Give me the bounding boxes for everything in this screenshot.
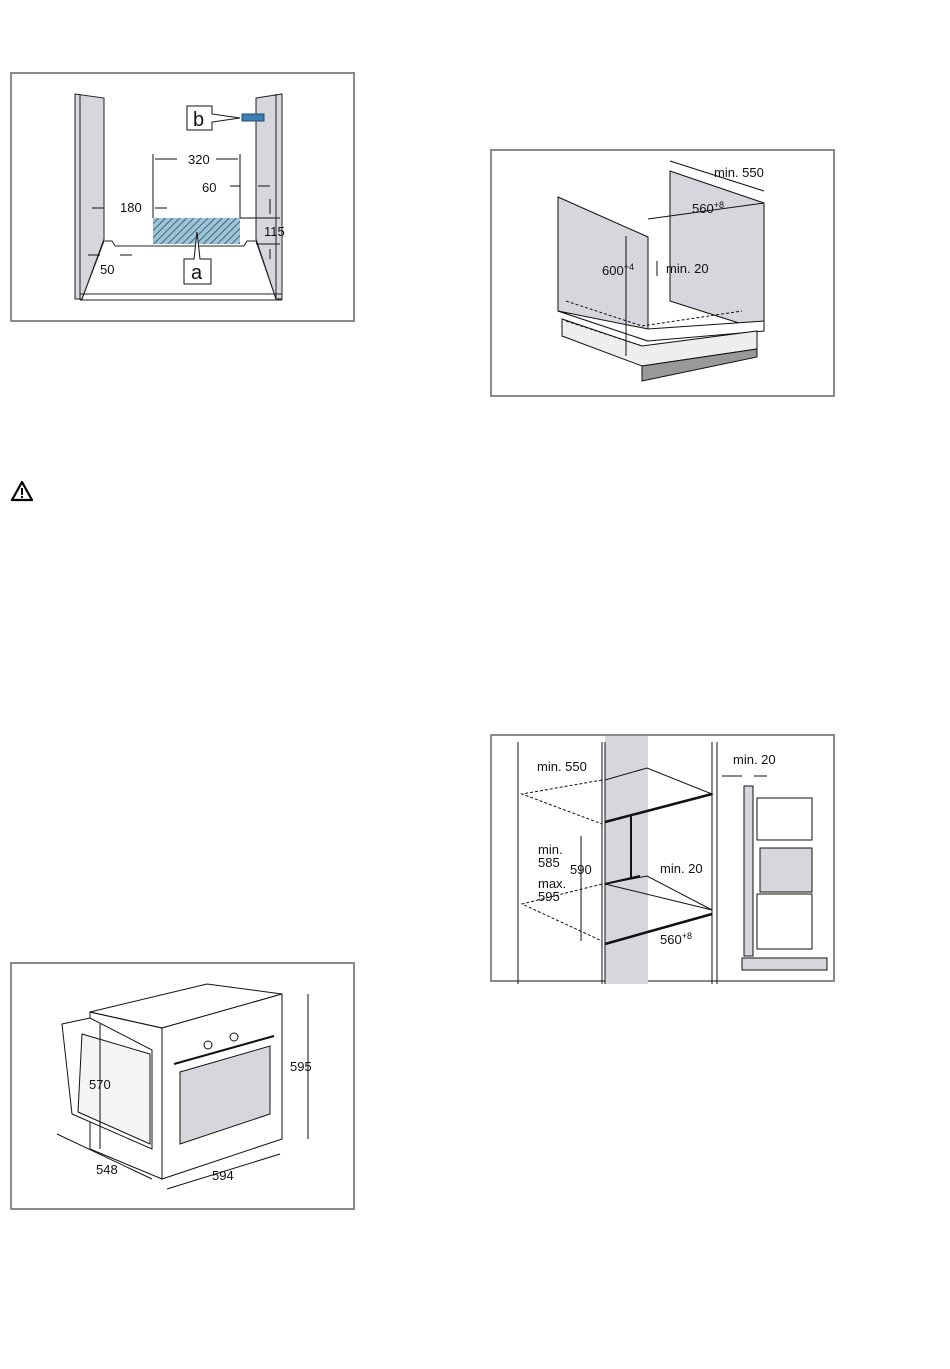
dim-320: 320 bbox=[188, 152, 210, 167]
cabinet-right-panel bbox=[255, 93, 283, 300]
side-view bbox=[722, 775, 828, 971]
svg-text:b: b bbox=[193, 109, 204, 131]
dim-180: 180 bbox=[120, 200, 142, 215]
figure-under-counter-installation: min. 550 560+8 600+4 min. 20 bbox=[490, 149, 835, 397]
dim-548: 548 bbox=[96, 1162, 118, 1177]
dim-115: 115 bbox=[264, 224, 285, 239]
dim-570: 570 bbox=[89, 1077, 111, 1092]
bracket-b bbox=[241, 113, 265, 122]
label-b: b bbox=[186, 105, 265, 131]
dim-side-min-20: min. 20 bbox=[733, 752, 776, 767]
figure-appliance-dimensions: 595 570 548 594 bbox=[10, 962, 355, 1210]
svg-text:a: a bbox=[191, 262, 203, 284]
dim-min-550: min. 550 bbox=[714, 165, 764, 180]
dim-max-595-label: max. bbox=[538, 876, 566, 891]
dim-600: 600+4 bbox=[602, 262, 634, 278]
dim-max-595-value: 595 bbox=[538, 889, 560, 904]
dim-min-20: min. 20 bbox=[666, 261, 709, 276]
figure-tall-unit-installation: min. 550 min. 585 590 max. 595 min. 20 5… bbox=[490, 734, 835, 984]
label-a: a bbox=[183, 231, 212, 285]
dim-min-585-value: 585 bbox=[538, 855, 560, 870]
figure-cabinet-ventilation: 320 60 180 115 50 a b bbox=[10, 72, 355, 322]
dim-min-585-label: min. bbox=[538, 842, 563, 857]
dim-min-550: min. 550 bbox=[537, 759, 587, 774]
dim-60: 60 bbox=[202, 180, 216, 195]
dim-560: 560+8 bbox=[692, 200, 724, 216]
dim-560: 560+8 bbox=[660, 931, 692, 947]
dim-594: 594 bbox=[212, 1168, 234, 1183]
dim-50: 50 bbox=[100, 262, 114, 277]
dim-min-20: min. 20 bbox=[660, 861, 703, 876]
dim-590: 590 bbox=[570, 862, 592, 877]
dim-595: 595 bbox=[290, 1059, 312, 1074]
warning-triangle-icon bbox=[10, 480, 34, 502]
